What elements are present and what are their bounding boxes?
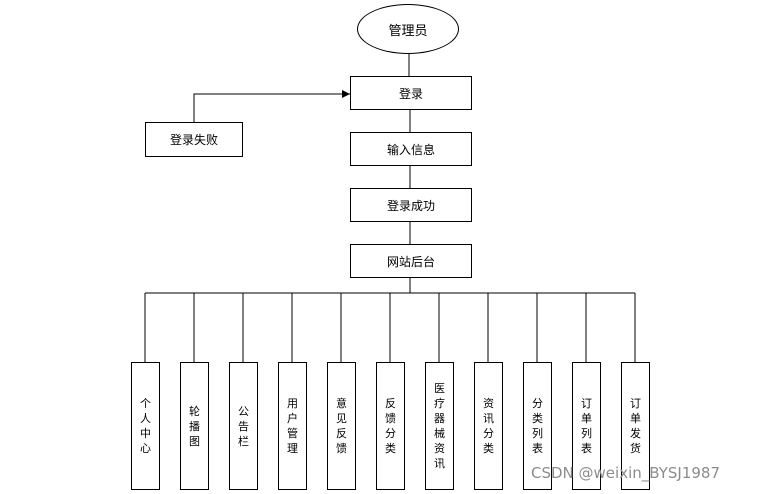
module-node: 个人中心 <box>131 362 160 490</box>
module-label: 公告栏 <box>238 404 249 448</box>
csdn-watermark: CSDN @weixin_BYSJ1987 <box>531 464 721 482</box>
module-node: 用户管理 <box>278 362 307 490</box>
module-label: 反馈分类 <box>385 397 396 455</box>
module-node: 订单列表 <box>572 362 601 490</box>
module-label: 订单发货 <box>630 397 641 455</box>
login-success-node: 登录成功 <box>350 188 472 222</box>
admin-start-node: 管理员 <box>357 4 459 54</box>
module-node: 反馈分类 <box>376 362 405 490</box>
module-node: 意见反馈 <box>327 362 356 490</box>
module-label: 分类列表 <box>532 397 543 455</box>
login-failed-label: 登录失败 <box>169 133 218 147</box>
login-failed-node: 登录失败 <box>145 122 243 157</box>
module-node: 分类列表 <box>523 362 552 490</box>
module-label: 资讯分类 <box>483 397 494 455</box>
module-node: 资讯分类 <box>474 362 503 490</box>
admin-start-label: 管理员 <box>388 23 428 39</box>
module-node: 轮播图 <box>180 362 209 490</box>
backend-node: 网站后台 <box>350 244 472 278</box>
module-label: 个人中心 <box>140 397 151 455</box>
backend-label: 网站后台 <box>386 254 435 269</box>
module-node: 订单发货 <box>621 362 650 490</box>
login-success-label: 登录成功 <box>386 198 435 213</box>
login-label: 登录 <box>398 86 423 101</box>
input-info-label: 输入信息 <box>386 142 435 157</box>
module-label: 订单列表 <box>581 397 592 455</box>
module-label: 用户管理 <box>287 397 298 455</box>
module-label: 医疗器械资讯 <box>434 382 445 470</box>
module-label: 意见反馈 <box>336 397 347 455</box>
input-info-node: 输入信息 <box>350 132 472 166</box>
module-node: 公告栏 <box>229 362 258 490</box>
connector-failed-login-arrow <box>193 90 350 122</box>
module-label: 轮播图 <box>189 404 200 448</box>
login-node: 登录 <box>350 76 472 110</box>
module-node: 医疗器械资讯 <box>425 362 454 490</box>
